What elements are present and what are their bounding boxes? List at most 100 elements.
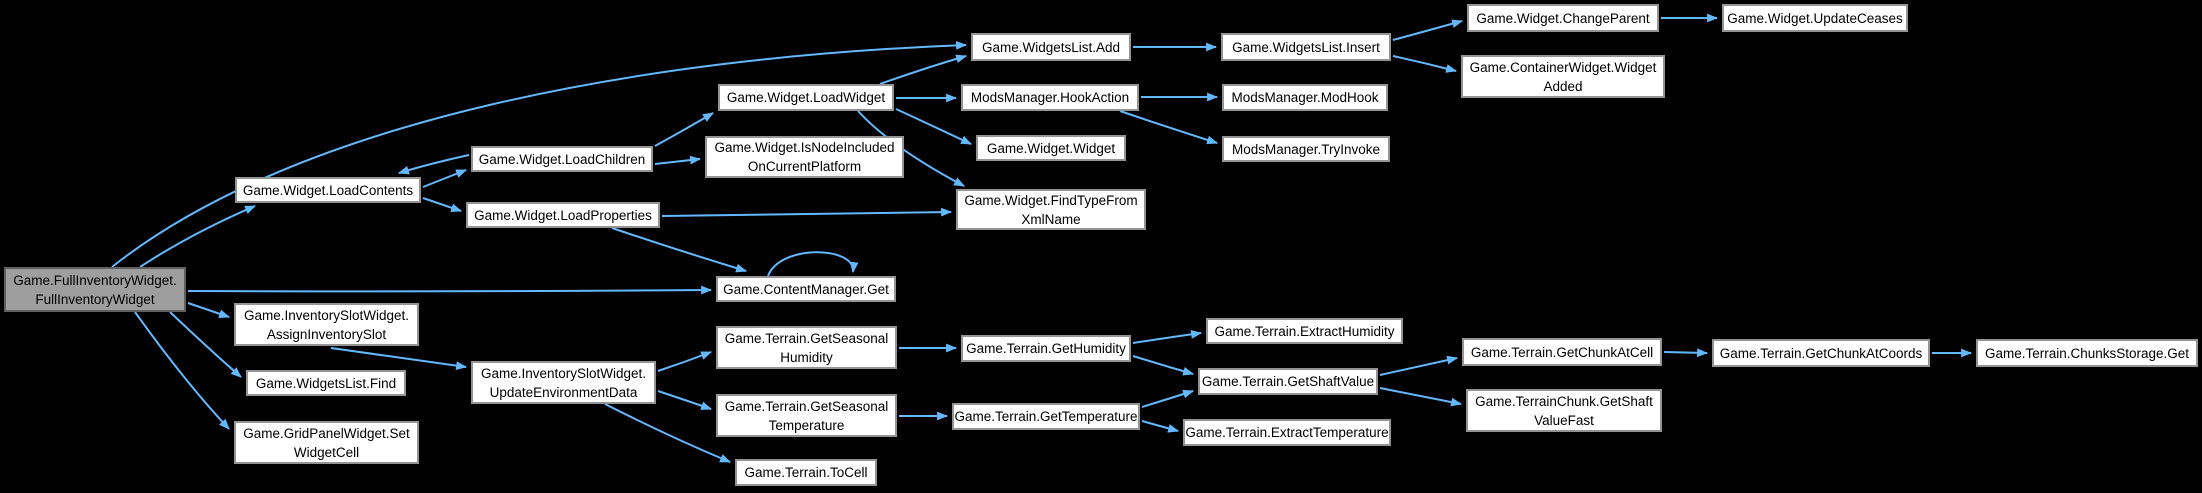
node-label-line: Game.Terrain.GetTemperature <box>954 409 1138 424</box>
node-label-line: Game.Widget.IsNodeIncluded <box>714 140 895 155</box>
node-label-line: ValueFast <box>1534 412 1594 428</box>
node-label-line: Game.Terrain.ExtractHumidity <box>1214 323 1395 339</box>
node-label-line: WidgetCell <box>293 444 360 460</box>
node-label-line: Game.TerrainChunk.GetShaft <box>1475 393 1653 409</box>
node-label-line: UpdateEnvironmentData <box>489 384 638 400</box>
node-widgetwidget[interactable]: Game.Widget.Widget <box>976 135 1126 161</box>
node-loadproperties[interactable]: Game.Widget.LoadProperties <box>466 202 660 228</box>
node-label-line: Game.FullInventoryWidget. <box>13 272 177 288</box>
node-widgetslistadd[interactable]: Game.WidgetsList.Add <box>971 33 1131 61</box>
node-widgetslistinsert[interactable]: Game.WidgetsList.Insert <box>1221 33 1391 61</box>
node-label-line: XmlName <box>1021 211 1081 227</box>
node-label-line: Game.Terrain.ExtractTemperature <box>1185 425 1389 440</box>
node-label-line: Game.Terrain.ToCell <box>744 465 868 480</box>
node-updateenv[interactable]: Game.InventorySlotWidget. UpdateEnvironme… <box>471 361 656 404</box>
node-tryinvoke[interactable]: ModsManager.TryInvoke <box>1222 136 1390 162</box>
node-label-line: AssignInventorySlot <box>266 326 387 342</box>
node-hookaction[interactable]: ModsManager.HookAction <box>961 84 1139 111</box>
node-assignslot[interactable]: Game.InventorySlotWidget. AssignInventory… <box>234 303 419 346</box>
node-gettemperature[interactable]: Game.Terrain.GetTemperature <box>952 403 1140 430</box>
node-label-line: Game.Terrain.GetSeasonal <box>724 398 889 414</box>
edge-loadchildren-loadcontents <box>397 154 470 175</box>
edge-fullinv-contentget <box>187 285 713 295</box>
node-gethumidity[interactable]: Game.Terrain.GetHumidity <box>961 335 1131 362</box>
node-label-line: Game.GridPanelWidget.Set <box>243 425 410 441</box>
node-label-line: Game.ContainerWidget.Widget <box>1469 59 1657 75</box>
node-modhook[interactable]: ModsManager.ModHook <box>1222 84 1388 111</box>
node-label-line: Game.Terrain.GetChunkAtCoords <box>1719 345 1923 361</box>
node-label-line: ModsManager.TryInvoke <box>1231 141 1381 157</box>
node-label-line: Game.InventorySlotWidget. <box>480 365 647 381</box>
edge-contentget-contentget <box>767 251 859 277</box>
edge-updateenv-getseasonaltemp <box>657 390 713 410</box>
edge-getshaftvalue-getchunkatcell <box>1379 355 1459 376</box>
node-contentget[interactable]: Game.ContentManager.Get <box>716 276 896 302</box>
node-loadchildren[interactable]: Game.Widget.LoadChildren <box>471 146 653 172</box>
edge-loadproperties-contentget <box>611 227 748 273</box>
node-label-line: FullInventoryWidget <box>35 291 155 307</box>
node-label-line: Temperature <box>768 417 845 433</box>
edge-assignslot-updateenv <box>330 347 468 371</box>
node-label-line: Humidity <box>780 349 833 365</box>
edge-fullinv-loadcontents <box>139 205 257 268</box>
node-getchunkatcoords[interactable]: Game.Terrain.GetChunkAtCoords <box>1712 339 1930 367</box>
node-label-line: Game.WidgetsList.Add <box>981 39 1121 55</box>
node-updateceases[interactable]: Game.Widget.UpdateCeases <box>1722 4 1908 32</box>
edge-loadproperties-findtype <box>661 207 953 217</box>
edge-loadchildren-loadwidget <box>654 112 714 147</box>
edge-loadcontents-loadchildren <box>422 169 468 188</box>
node-label-line: Game.Widget.LoadContents <box>242 182 414 198</box>
edge-loadchildren-isnodeincluded <box>654 155 702 165</box>
node-tocell[interactable]: Game.Terrain.ToCell <box>735 459 877 486</box>
node-extracthumidity[interactable]: Game.Terrain.ExtractHumidity <box>1206 318 1403 344</box>
node-label-line: Game.Widget.LoadProperties <box>474 207 652 223</box>
edge-gettemperature-extracttemp <box>1141 420 1180 433</box>
node-label-line: Game.Widget.LoadChildren <box>478 151 646 167</box>
node-loadcontents[interactable]: Game.Widget.LoadContents <box>235 177 421 203</box>
edge-gethumidity-extracthumidity <box>1132 330 1203 344</box>
edge-widgetslistinsert-changeparent <box>1392 19 1464 41</box>
node-label-line: Game.WidgetsList.Insert <box>1232 39 1380 55</box>
edge-loadwidget-widgetslistadd <box>879 54 968 85</box>
node-label-line: Game.Terrain.ChunksStorage.Get <box>1984 345 2190 361</box>
node-loadwidget[interactable]: Game.Widget.LoadWidget <box>718 84 894 111</box>
node-label-line: Game.Widget.Widget <box>986 140 1116 156</box>
edge-updateenv-getseasonalhum <box>657 351 713 372</box>
edge-gethumidity-getshaftvalue <box>1132 355 1195 376</box>
edge-hookaction-tryinvoke <box>1119 110 1219 145</box>
node-getshaftvalue[interactable]: Game.Terrain.GetShaftValue <box>1198 368 1378 395</box>
edge-fullinv-assignslot <box>187 302 231 318</box>
edge-getchunkatcell-getchunkatcoords <box>1663 348 1709 358</box>
node-extracttemp[interactable]: Game.Terrain.ExtractTemperature <box>1183 419 1391 446</box>
edge-fullinv-setwidgetcell <box>134 311 230 430</box>
edge-getshaftvalue-getshaftvaluefast <box>1379 387 1463 407</box>
node-label-line: ModsManager.HookAction <box>970 90 1130 105</box>
edge-loadwidget-widgetwidget <box>895 108 972 145</box>
node-fullinv[interactable]: Game.FullInventoryWidget. FullInventoryWi… <box>4 267 186 312</box>
node-label-line: Added <box>1543 78 1583 94</box>
node-changeparent[interactable]: Game.Widget.ChangeParent <box>1467 4 1659 32</box>
node-widgetslistfind[interactable]: Game.WidgetsList.Find <box>246 370 406 396</box>
node-label-line: Game.Widget.LoadWidget <box>726 90 886 105</box>
node-chunksstorageget[interactable]: Game.Terrain.ChunksStorage.Get <box>1976 339 2198 367</box>
node-label-line: Game.Terrain.GetChunkAtCell <box>1470 344 1654 360</box>
node-label-line: Game.Widget.FindTypeFrom <box>964 192 1138 208</box>
node-label-line: Game.InventorySlotWidget. <box>243 307 410 323</box>
node-label-line: ModsManager.ModHook <box>1231 90 1379 105</box>
node-label-line: Game.Terrain.GetShaftValue <box>1201 374 1375 389</box>
edge-loadcontents-loadproperties <box>422 197 463 212</box>
edge-fullinv-widgetslistfind <box>169 311 242 378</box>
node-label-line: Game.ContentManager.Get <box>723 281 889 297</box>
node-label-line: Game.Terrain.GetHumidity <box>966 341 1126 356</box>
node-getchunkatcell[interactable]: Game.Terrain.GetChunkAtCell <box>1462 338 1662 366</box>
node-label-line: OnCurrentPlatform <box>747 159 862 174</box>
